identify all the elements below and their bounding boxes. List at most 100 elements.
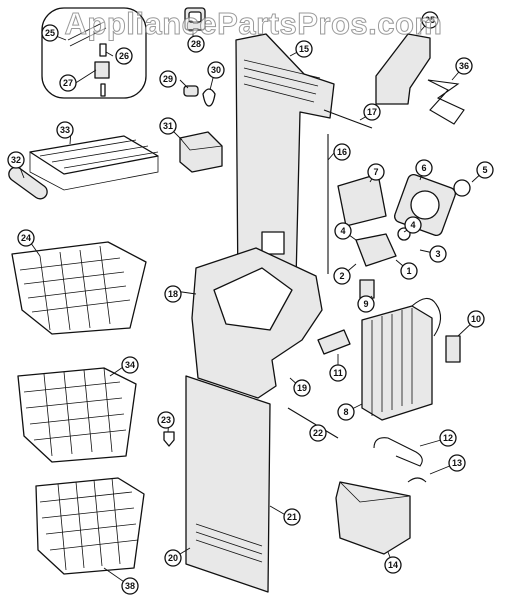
callout-label: 32: [11, 155, 21, 165]
callout-23: 23: [157, 411, 175, 429]
heater: [317, 329, 351, 355]
callout-24: 24: [17, 229, 35, 247]
callout-4: 4: [404, 216, 422, 234]
callout-16: 16: [333, 143, 351, 161]
small-pin: [100, 83, 106, 97]
callout-label: 18: [168, 289, 178, 299]
callout-21: 21: [283, 508, 301, 526]
callout-label: 12: [443, 433, 453, 443]
callout-4: 4: [334, 222, 352, 240]
callout-label: 15: [299, 44, 309, 54]
callout-label: 14: [388, 560, 398, 570]
callout-label: 11: [333, 368, 343, 378]
panel-grille: [261, 231, 285, 255]
callout-9: 9: [357, 295, 375, 313]
callout-label: 8: [343, 407, 348, 417]
clip-9: [359, 279, 375, 299]
callout-1: 1: [400, 262, 418, 280]
callout-label: 3: [435, 249, 440, 259]
callout-27: 27: [59, 74, 77, 92]
callout-14: 14: [384, 556, 402, 574]
screw: [163, 431, 175, 447]
callout-label: 4: [340, 226, 345, 236]
bulb-part: [202, 88, 216, 107]
callout-30: 30: [207, 61, 225, 79]
lower-panel: [185, 375, 271, 593]
callout-2: 2: [333, 267, 351, 285]
callout-label: 22: [313, 428, 323, 438]
callout-26: 26: [115, 47, 133, 65]
callout-label: 6: [421, 163, 426, 173]
fan-blade: [453, 179, 471, 197]
callout-10: 10: [467, 310, 485, 328]
callout-15: 15: [295, 40, 313, 58]
callout-label: 10: [471, 314, 481, 324]
socket-part: [183, 85, 199, 97]
clip-10: [445, 335, 461, 363]
callout-label: 21: [287, 512, 297, 522]
callout-label: 30: [211, 65, 221, 75]
callout-label: 7: [373, 167, 378, 177]
strip-22: [287, 407, 339, 439]
callout-34: 34: [121, 356, 139, 374]
callout-label: 17: [367, 107, 377, 117]
callout-29: 29: [159, 70, 177, 88]
callout-label: 28: [191, 39, 201, 49]
callout-36: 36: [455, 57, 473, 75]
callout-label: 29: [163, 74, 173, 84]
callout-label: 5: [482, 165, 487, 175]
callout-label: 27: [63, 78, 73, 88]
callout-label: 9: [363, 299, 368, 309]
callout-label: 26: [119, 51, 129, 61]
callout-label: 20: [168, 553, 178, 563]
callout-8: 8: [337, 403, 355, 421]
callout-label: 23: [161, 415, 171, 425]
callout-17: 17: [363, 103, 381, 121]
clip-part: [94, 61, 110, 79]
pin-part: [99, 43, 107, 57]
mount-bracket: [375, 33, 431, 105]
callout-7: 7: [367, 163, 385, 181]
roller: [8, 166, 48, 200]
callout-28: 28: [187, 35, 205, 53]
callout-label: 13: [452, 458, 462, 468]
callout-11: 11: [329, 364, 347, 382]
strip-17: [323, 109, 373, 129]
callout-label: 1: [406, 266, 411, 276]
evaporator-coil: [361, 305, 433, 421]
callout-25: 25: [421, 11, 439, 29]
wire-13: [407, 477, 427, 483]
callout-12: 12: [439, 429, 457, 447]
callout-20: 20: [164, 549, 182, 567]
callout-5: 5: [476, 161, 494, 179]
drain-pan: [335, 481, 411, 555]
upper-basket: [11, 241, 147, 335]
callout-label: 2: [339, 271, 344, 281]
motor-bracket: [355, 233, 397, 267]
callout-label: 24: [21, 233, 31, 243]
callout-label: 34: [125, 360, 135, 370]
callout-label: 36: [459, 61, 469, 71]
wire-36: [427, 79, 465, 125]
callout-6: 6: [415, 159, 433, 177]
callout-33: 33: [56, 121, 74, 139]
callout-label: 33: [60, 125, 70, 135]
callout-19: 19: [293, 379, 311, 397]
callout-31: 31: [159, 117, 177, 135]
callout-label: 16: [337, 147, 347, 157]
callout-label: 25: [45, 28, 55, 38]
callout-label: 31: [163, 121, 173, 131]
callout-label: 19: [297, 383, 307, 393]
callout-22: 22: [309, 424, 327, 442]
callout-label: 25: [425, 15, 435, 25]
callout-18: 18: [164, 285, 182, 303]
callout-13: 13: [448, 454, 466, 472]
callout-label: 4: [410, 220, 415, 230]
light-cover: [179, 131, 223, 173]
drain-tube: [373, 437, 423, 467]
callout-label: 38: [125, 581, 135, 591]
callout-32: 32: [7, 151, 25, 169]
lower-basket: [35, 477, 145, 575]
